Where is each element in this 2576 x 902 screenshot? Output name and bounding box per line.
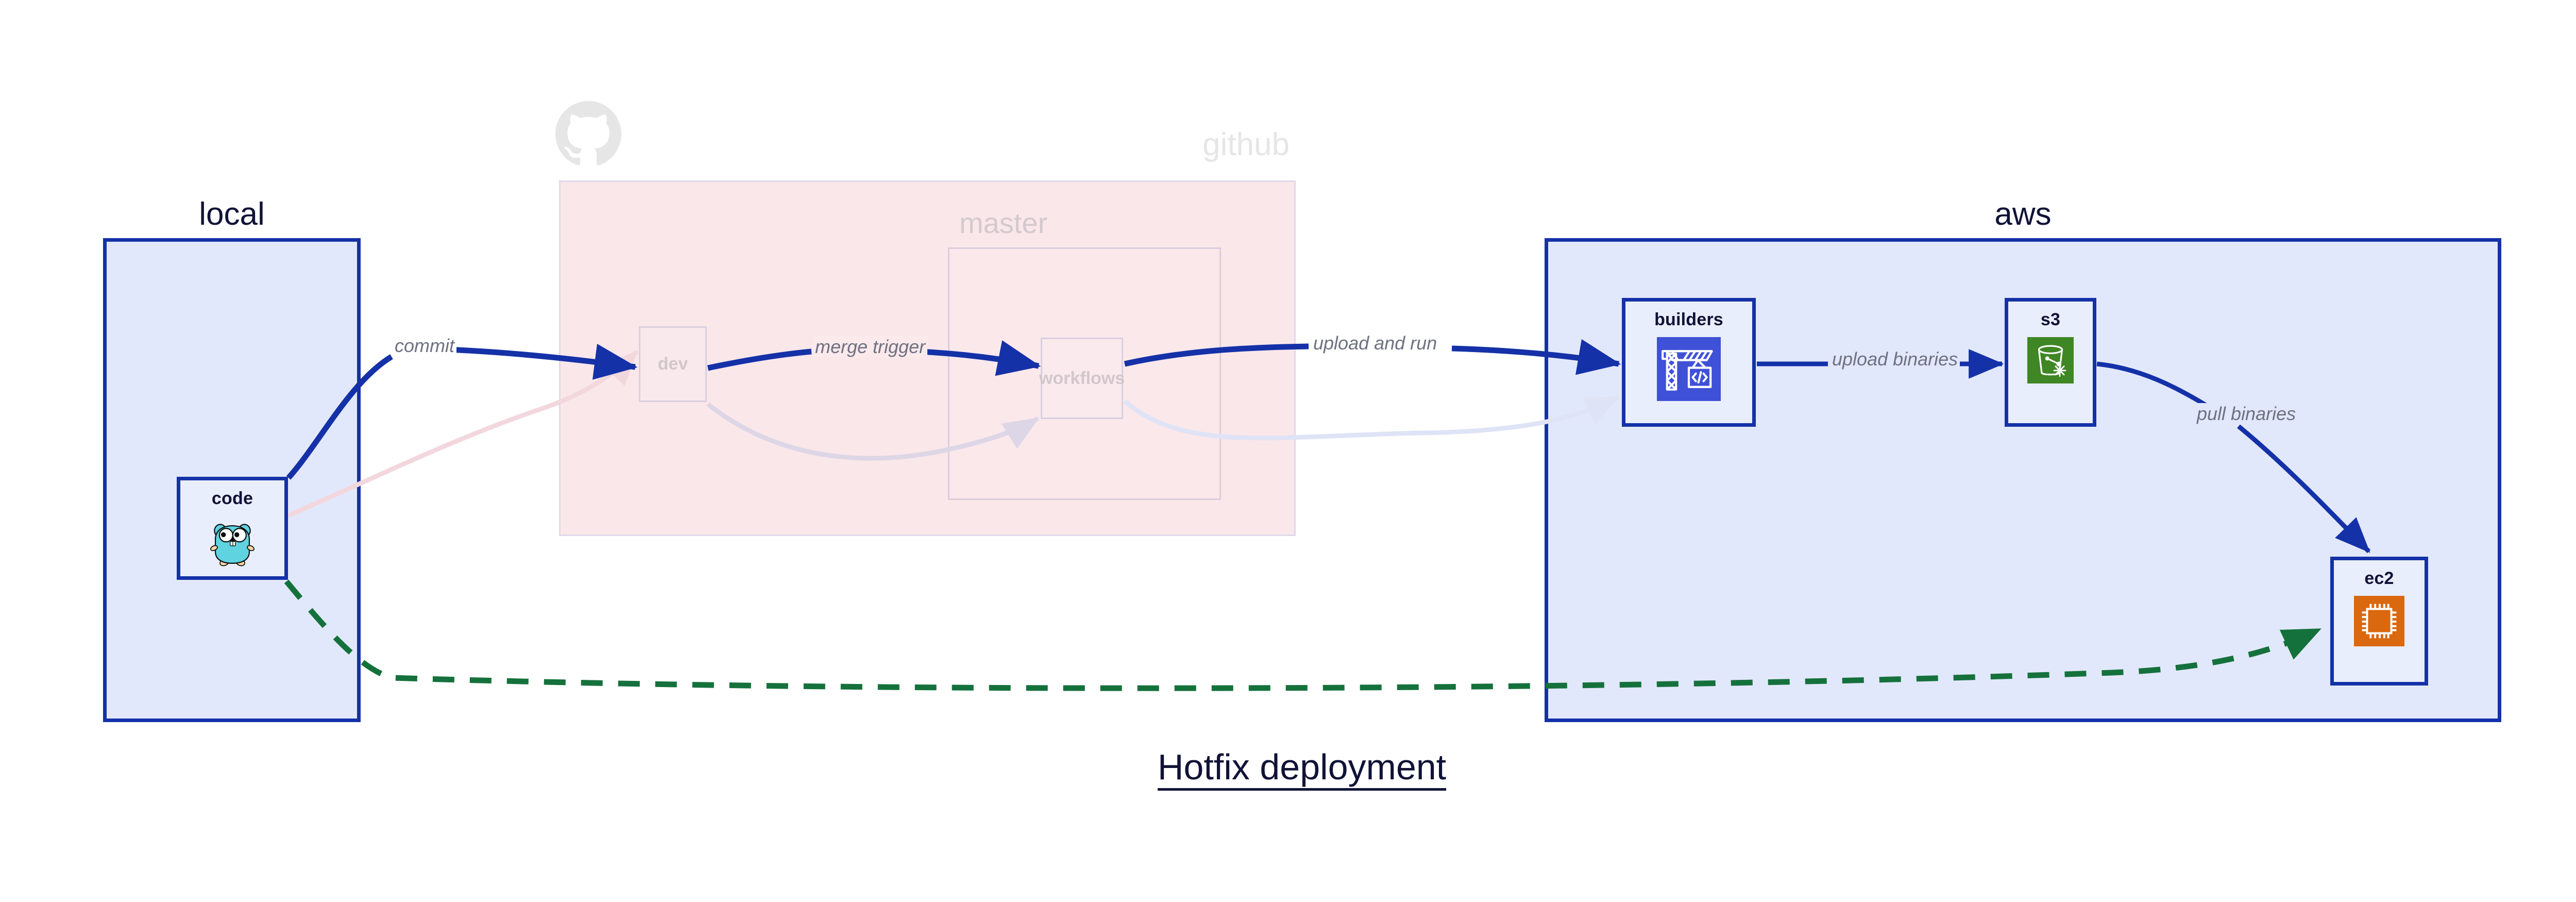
github-octocat-icon xyxy=(555,101,621,165)
diagram-title: Hotfix deployment xyxy=(0,746,2576,791)
node-workflows-label: workflows xyxy=(1039,368,1125,388)
go-gopher-icon xyxy=(210,524,255,566)
node-dev[interactable]: dev xyxy=(639,326,707,402)
node-dev-label: dev xyxy=(657,354,688,374)
node-ec2[interactable]: ec2 xyxy=(2330,557,2428,686)
node-builders[interactable]: builders xyxy=(1622,298,1756,427)
cluster-local-label: local xyxy=(199,196,265,232)
cluster-aws-label: aws xyxy=(1994,196,2052,232)
node-code[interactable]: code xyxy=(177,477,288,580)
diagram-title-text: Hotfix deployment xyxy=(1157,747,1447,791)
aws-ec2-chip-icon xyxy=(2354,596,2404,646)
aws-codebuild-icon xyxy=(1657,337,1721,401)
edge-label-upload-and-run: upload and run xyxy=(1311,332,1439,354)
node-builders-label: builders xyxy=(1654,310,1723,329)
node-s3-label: s3 xyxy=(2040,310,2061,329)
edge-label-pull-binaries: pull binaries xyxy=(2195,403,2298,425)
edge-label-commit: commit xyxy=(393,335,456,357)
node-workflows[interactable]: workflows xyxy=(1039,338,1125,419)
node-code-label: code xyxy=(211,489,253,508)
edge-label-merge-trigger: merge trigger xyxy=(813,336,928,358)
cluster-github-label: github xyxy=(1202,127,1290,162)
node-s3[interactable]: s3 xyxy=(2005,298,2096,427)
cluster-master-label: master xyxy=(959,207,1048,239)
node-ec2-label: ec2 xyxy=(2364,569,2394,588)
aws-s3-bucket-icon xyxy=(2027,337,2074,383)
edge-label-upload-binaries: upload binaries xyxy=(1830,348,1960,370)
